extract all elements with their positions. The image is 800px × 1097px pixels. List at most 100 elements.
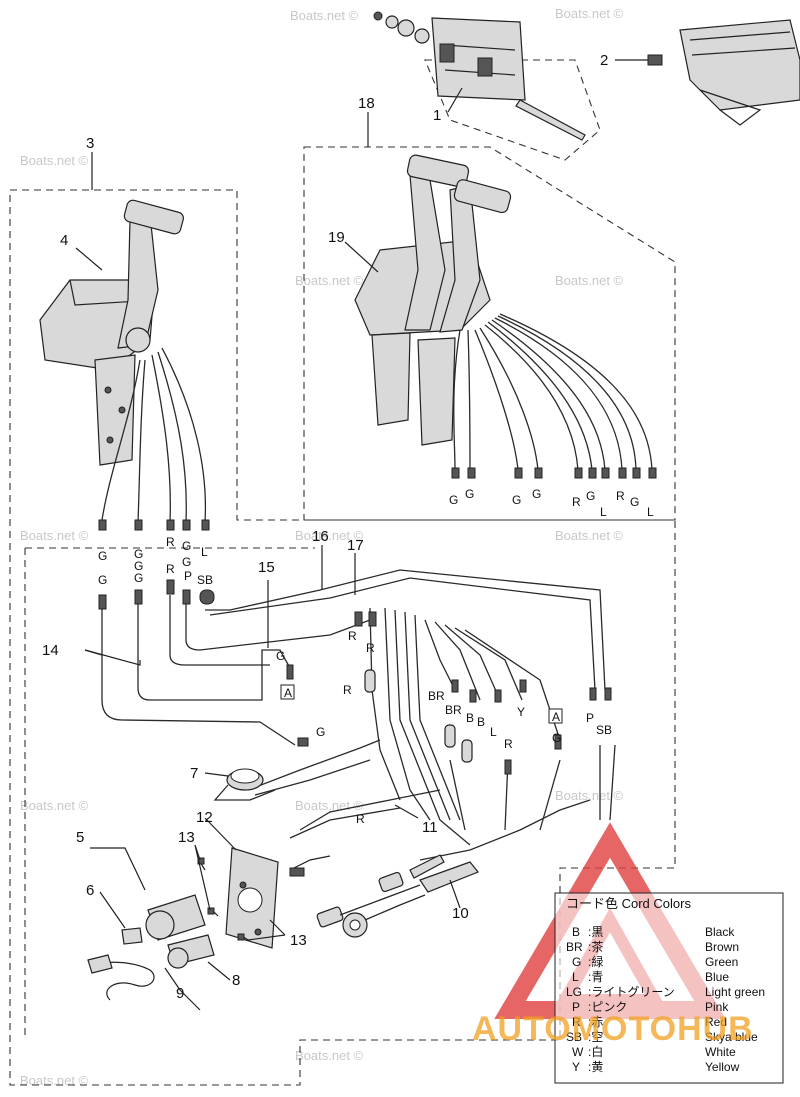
wire-label: G bbox=[532, 487, 541, 501]
wire-label: G bbox=[182, 555, 191, 569]
mount-kit-boundary bbox=[424, 59, 601, 161]
legend-jp: :茶 bbox=[588, 939, 603, 954]
wire-label: R bbox=[356, 812, 365, 826]
wire-labels: G G G G R G L R G L G G R G L G G G G R … bbox=[98, 487, 654, 826]
legend-code: BR bbox=[566, 940, 583, 954]
callout-3: 3 bbox=[86, 135, 94, 152]
callouts: 1 2 3 4 5 6 7 8 9 10 11 12 13 13 14 15 1… bbox=[42, 52, 608, 1002]
legend-jp: :青 bbox=[588, 970, 603, 984]
callout-6: 6 bbox=[86, 882, 94, 899]
callout-13-upper: 13 bbox=[178, 829, 195, 846]
lanyard-clip bbox=[87, 954, 113, 974]
legend-code: G bbox=[572, 955, 581, 969]
legend-entries: B :黒 Black BR :茶 Brown G :緑 Green L :青 B… bbox=[566, 925, 765, 1074]
connector-part-2 bbox=[647, 54, 663, 66]
callout-11: 11 bbox=[422, 819, 438, 836]
wire-label: R bbox=[572, 495, 581, 509]
legend-en: Brown bbox=[705, 940, 739, 954]
wire-label: B bbox=[466, 711, 474, 725]
legend-en: Blue bbox=[705, 970, 729, 984]
legend-code: SB bbox=[566, 1030, 582, 1044]
legend-code: LG bbox=[566, 985, 582, 999]
legend-en: Pink bbox=[705, 1000, 729, 1014]
callout-15: 15 bbox=[258, 559, 275, 576]
wire-label: P bbox=[184, 569, 192, 583]
switch-panel bbox=[87, 847, 331, 1001]
callout-14: 14 bbox=[42, 642, 59, 659]
watermark: Boats.net © bbox=[295, 273, 364, 288]
legend-en: Skya blue bbox=[705, 1030, 758, 1044]
wire-label: G bbox=[552, 731, 561, 745]
harness-bundle bbox=[316, 854, 479, 938]
wire-label: P bbox=[586, 711, 594, 725]
watermark: Boats.net © bbox=[295, 798, 364, 813]
callout-9: 9 bbox=[176, 985, 184, 1002]
wire-label: G bbox=[182, 539, 191, 553]
single-lever-remote-control bbox=[39, 199, 184, 466]
engine-outline bbox=[647, 19, 800, 126]
engine-cowling bbox=[679, 19, 800, 111]
callout-7: 7 bbox=[190, 765, 198, 782]
watermark: Boats.net © bbox=[290, 8, 359, 23]
callout-2: 2 bbox=[600, 52, 608, 69]
wire-label: R bbox=[366, 641, 375, 655]
legend-en: Yellow bbox=[705, 1060, 740, 1074]
wire-label: SB bbox=[596, 723, 612, 737]
ref-mark-box bbox=[548, 708, 563, 724]
callout-10: 10 bbox=[452, 905, 469, 922]
dual-lever-remote-control bbox=[354, 154, 512, 446]
legend-jp: :黄 bbox=[588, 1060, 603, 1074]
legend-title: コード色 Cord Colors bbox=[566, 896, 691, 911]
watermark: Boats.net © bbox=[295, 528, 364, 543]
watermark: Boats.net © bbox=[555, 6, 624, 21]
legend-code: R bbox=[572, 1015, 581, 1029]
ref-mark: A bbox=[284, 686, 292, 700]
wire-label: G bbox=[276, 649, 285, 663]
watermark: Boats.net © bbox=[555, 273, 624, 288]
buzzer bbox=[213, 768, 276, 801]
wire-label: Y bbox=[517, 705, 525, 719]
ref-mark-box bbox=[280, 684, 295, 700]
wire-label: R bbox=[166, 535, 175, 549]
watermark: Boats.net © bbox=[20, 153, 89, 168]
wire-label: R bbox=[348, 629, 357, 643]
wire-label: G bbox=[134, 547, 143, 561]
legend-jp: :白 bbox=[588, 1044, 603, 1059]
legend-jp: :ピンク bbox=[588, 1000, 627, 1014]
cord-color-legend: コード色 Cord Colors B :黒 Black BR :茶 Brown … bbox=[554, 892, 784, 1084]
wire-label: L bbox=[490, 725, 497, 739]
wire-label: G bbox=[98, 549, 107, 563]
wire-label: BR bbox=[445, 703, 462, 717]
legend-jp: :緑 bbox=[588, 954, 603, 969]
wire-label: G bbox=[465, 487, 474, 501]
callout-1: 1 bbox=[433, 107, 441, 124]
callout-13-lower: 13 bbox=[290, 932, 307, 949]
callout-12: 12 bbox=[196, 809, 213, 826]
wire-label: G bbox=[586, 489, 595, 503]
legend-code: L bbox=[572, 970, 579, 984]
wire-label: G bbox=[512, 493, 521, 507]
callout-4: 4 bbox=[60, 232, 68, 249]
wire-label: L bbox=[600, 505, 607, 519]
watermark: Boats.net © bbox=[20, 798, 89, 813]
key bbox=[121, 927, 143, 945]
wire-label: R bbox=[616, 489, 625, 503]
wire-label: G bbox=[316, 725, 325, 739]
wire-label: G bbox=[134, 559, 143, 573]
lever-grip bbox=[123, 199, 184, 235]
wire-label: G bbox=[449, 493, 458, 507]
watermark: Boats.net © bbox=[20, 1073, 89, 1088]
legend-code: B bbox=[572, 925, 580, 939]
legend-code: P bbox=[572, 1000, 580, 1014]
wire-label: L bbox=[647, 505, 654, 519]
legend-en: Black bbox=[705, 925, 735, 939]
legend-en: Light green bbox=[705, 985, 765, 999]
legend-en: Red bbox=[705, 1015, 727, 1029]
wire-label: R bbox=[343, 683, 352, 697]
long-bolt bbox=[515, 99, 586, 141]
dual-lever-wires bbox=[453, 313, 653, 471]
wire-label: G bbox=[630, 495, 639, 509]
wire-label: G bbox=[134, 571, 143, 585]
mount-plate bbox=[94, 354, 136, 466]
